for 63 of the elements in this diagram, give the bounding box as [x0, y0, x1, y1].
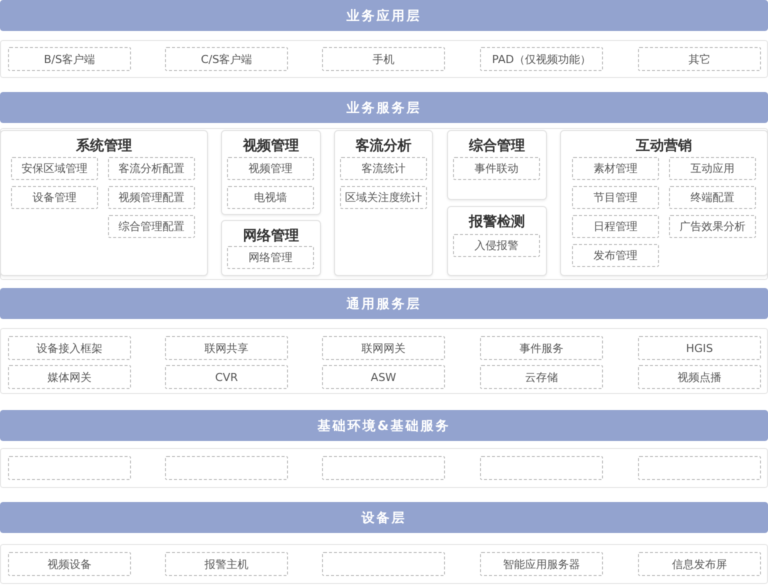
module-box: 事件服务	[480, 336, 603, 360]
module-box: 终端配置	[669, 186, 756, 209]
layer-header-bar: 业务服务层	[0, 92, 768, 123]
module-box: 云存储	[480, 365, 603, 389]
group-card	[334, 130, 433, 276]
empty-box	[165, 456, 288, 480]
group-heading: 网络管理	[242, 227, 300, 245]
module-box: 综合管理配置	[108, 215, 195, 238]
empty-box	[638, 456, 761, 480]
module-box: 媒体网关	[8, 365, 131, 389]
module-box: 报警主机	[165, 552, 288, 576]
module-box: B/S客户端	[8, 47, 131, 71]
module-box: ASW	[322, 365, 445, 389]
module-box: 节目管理	[572, 186, 659, 209]
group-heading: 客流分析	[354, 137, 412, 155]
module-box: 安保区域管理	[11, 157, 98, 180]
group-heading: 互动营销	[635, 137, 693, 155]
layer-header-bar: 通用服务层	[0, 288, 768, 319]
module-box: 网络管理	[227, 246, 314, 269]
group-heading: 视频管理	[242, 137, 300, 155]
group-heading: 综合管理	[468, 137, 526, 155]
module-box: 客流统计	[340, 157, 427, 180]
layer-header-bar: 业务应用层	[0, 0, 768, 31]
module-box: 联网网关	[322, 336, 445, 360]
module-box: 发布管理	[572, 244, 659, 267]
module-box: 事件联动	[453, 157, 540, 180]
group-heading: 报警检测	[468, 213, 526, 231]
empty-box	[480, 456, 603, 480]
group-card	[221, 220, 321, 276]
module-box: 客流分析配置	[108, 157, 195, 180]
module-box: 入侵报警	[453, 234, 540, 257]
module-box: 广告效果分析	[669, 215, 756, 238]
group-card	[447, 130, 547, 200]
module-box: 区域关注度统计	[340, 186, 427, 209]
module-box: 互动应用	[669, 157, 756, 180]
module-box: 电视墙	[227, 186, 314, 209]
module-box: 素材管理	[572, 157, 659, 180]
module-box: 视频管理配置	[108, 186, 195, 209]
module-box: C/S客户端	[165, 47, 288, 71]
group-card	[447, 206, 547, 276]
module-box: 视频点播	[638, 365, 761, 389]
empty-box	[322, 552, 445, 576]
module-box: CVR	[165, 365, 288, 389]
module-box: 设备接入框架	[8, 336, 131, 360]
module-box: 手机	[322, 47, 445, 71]
group-card	[221, 130, 321, 215]
group-card	[560, 130, 768, 276]
layer-header-bar: 设备层	[0, 502, 768, 533]
module-box: 其它	[638, 47, 761, 71]
module-box: HGIS	[638, 336, 761, 360]
empty-box	[8, 456, 131, 480]
module-box: 智能应用服务器	[480, 552, 603, 576]
module-box: 视频设备	[8, 552, 131, 576]
module-box: 信息发布屏	[638, 552, 761, 576]
group-heading: 系统管理	[75, 137, 133, 155]
module-box: 日程管理	[572, 215, 659, 238]
module-box: 视频管理	[227, 157, 314, 180]
layer-header-bar: 基础环境&基础服务	[0, 410, 768, 441]
module-box: PAD（仅视频功能）	[480, 47, 603, 71]
module-box: 联网共享	[165, 336, 288, 360]
group-card	[0, 130, 208, 276]
module-box: 设备管理	[11, 186, 98, 209]
empty-box	[322, 456, 445, 480]
